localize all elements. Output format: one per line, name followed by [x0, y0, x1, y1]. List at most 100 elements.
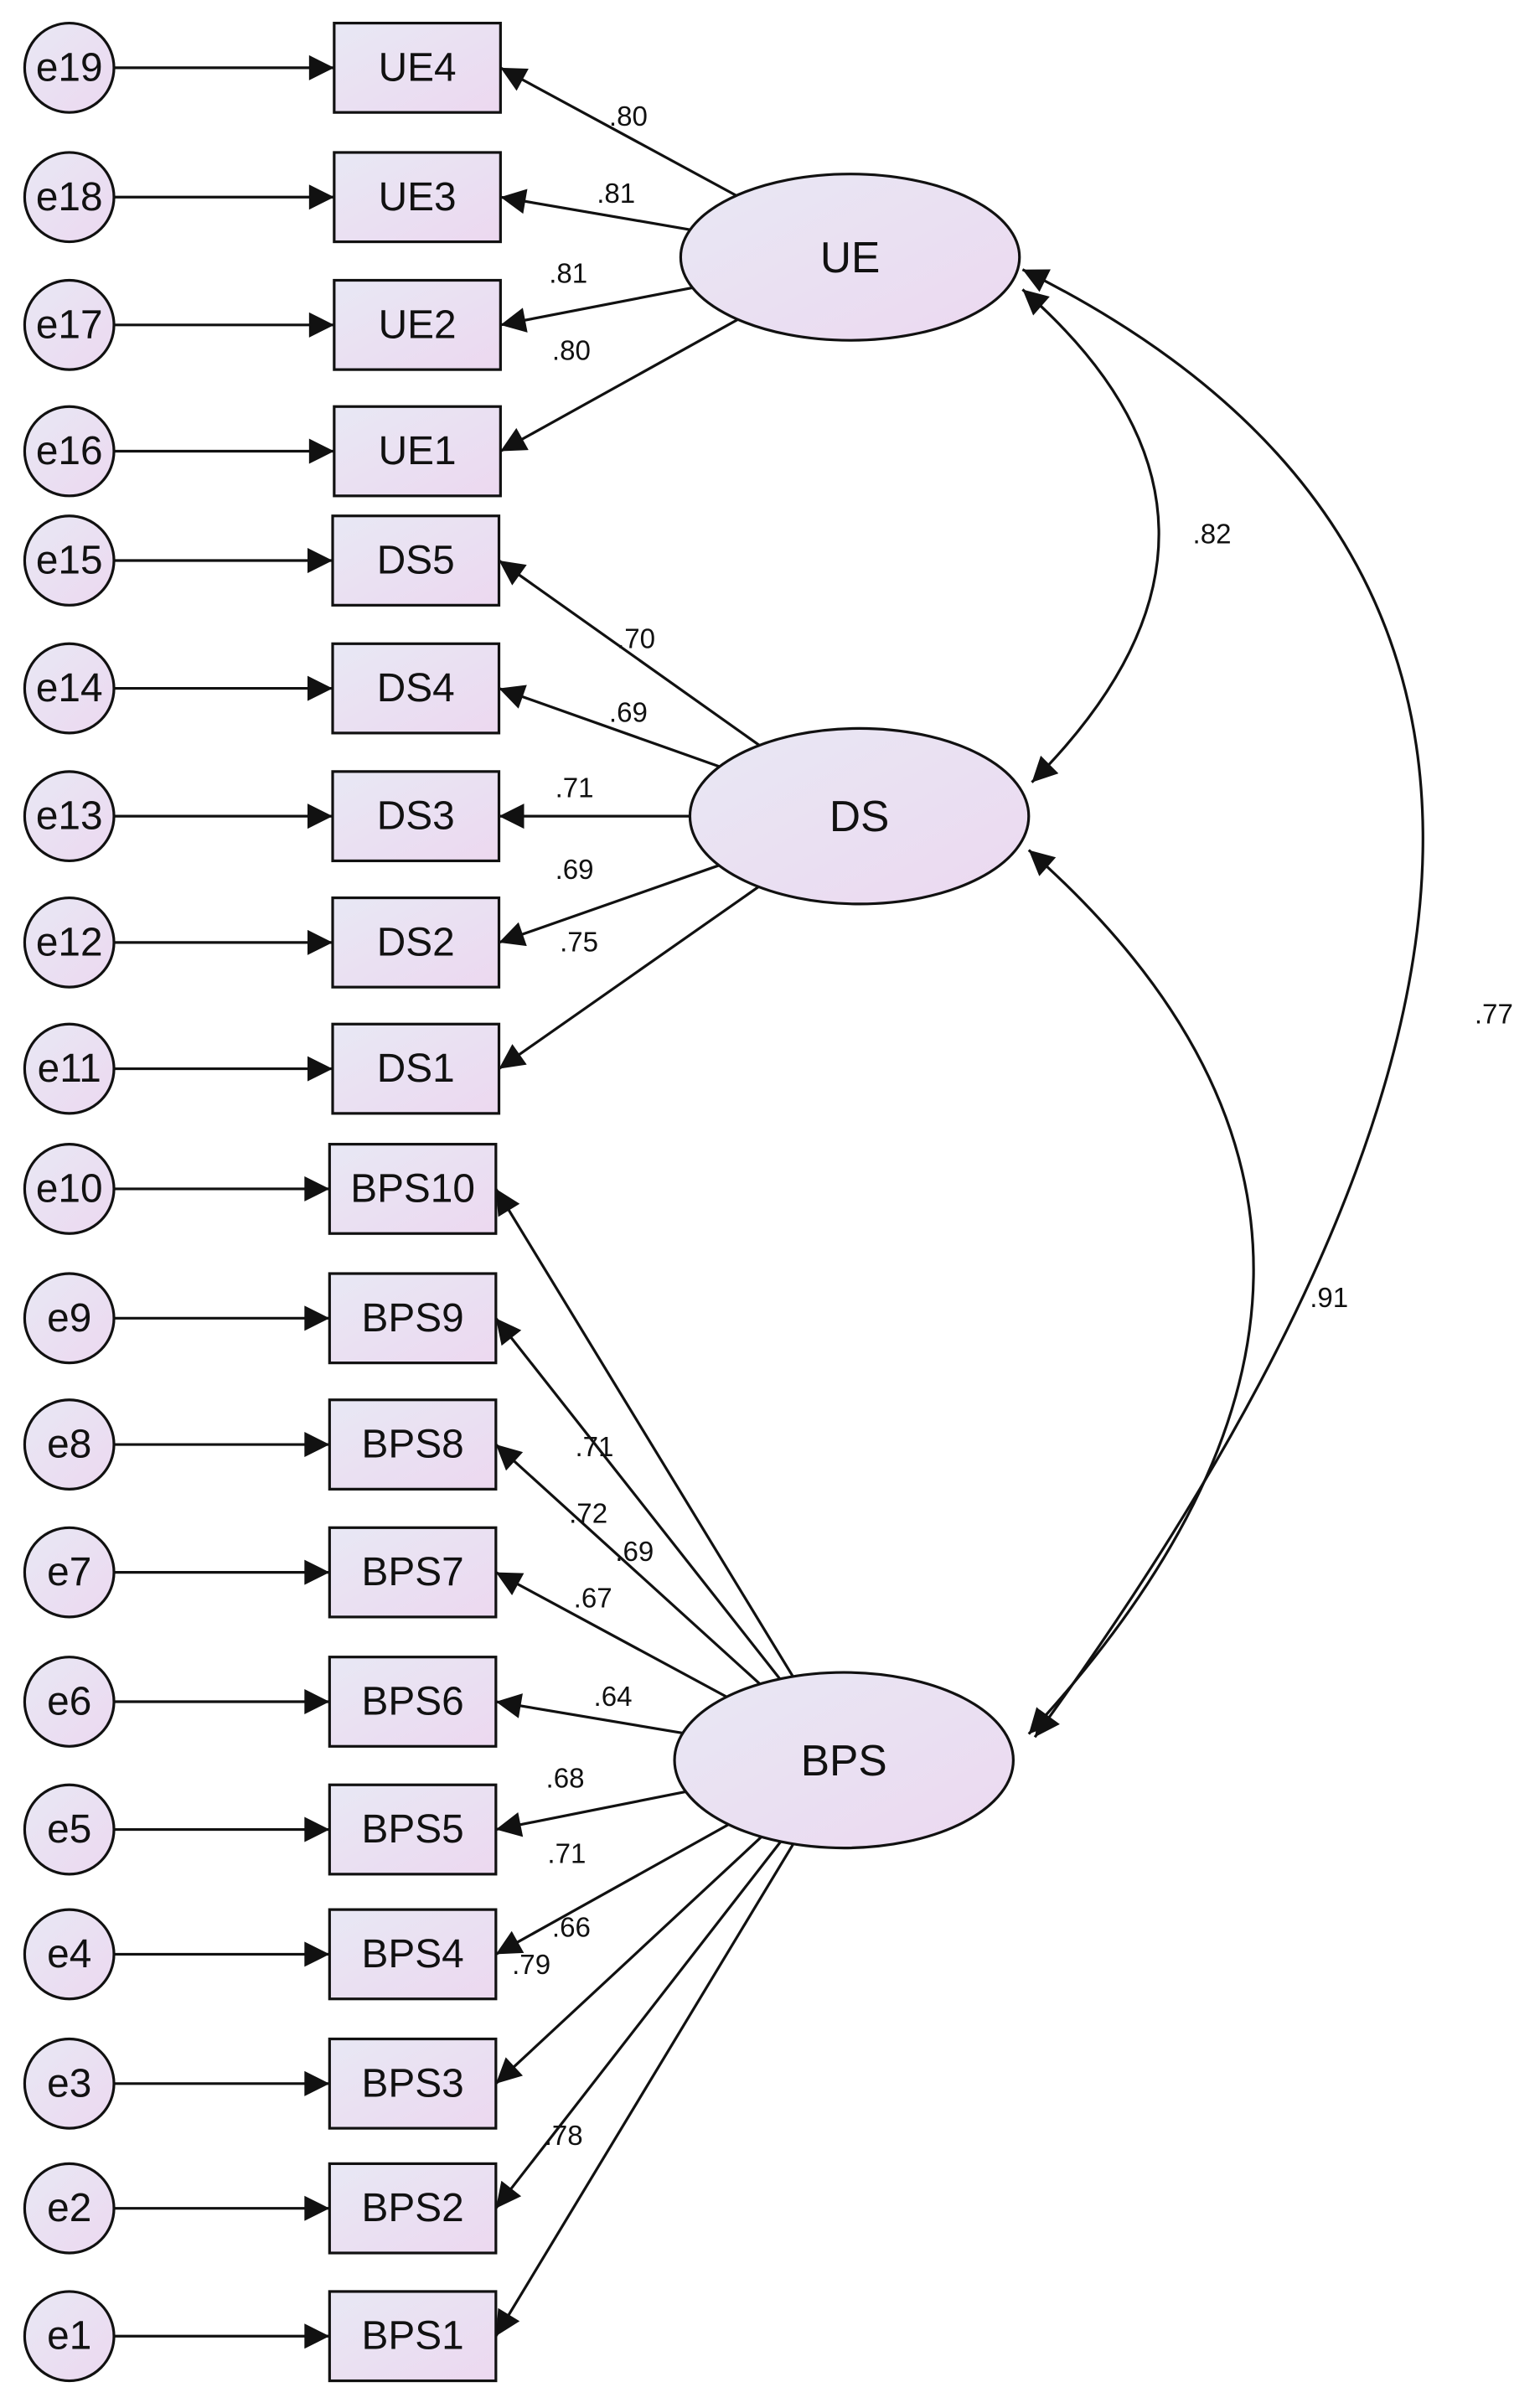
loading-value-BPS1: .78 [545, 2121, 583, 2152]
error-circle-e7 [23, 1526, 116, 1619]
indicator-box-BPS8 [328, 1398, 498, 1491]
indicator-box-BPS6 [328, 1656, 498, 1748]
error-label-e8: e8 [47, 1423, 91, 1467]
error-label-e12: e12 [36, 920, 103, 964]
error-label-e15: e15 [36, 539, 103, 583]
error-circle-e3 [23, 2037, 116, 2130]
loading-value-DS1: .75 [560, 927, 598, 958]
indicator-label-BPS7: BPS7 [362, 1550, 464, 1594]
indicator-label-BPS10: BPS10 [350, 1166, 475, 1211]
loading-arrow-UE4 [499, 66, 741, 199]
indicator-label-UE3: UE3 [379, 175, 457, 220]
indicator-box-BPS5 [328, 1783, 498, 1876]
error-circle-e6 [23, 1656, 116, 1748]
error-circle-e12 [23, 896, 116, 989]
indicator-label-UE2: UE2 [379, 302, 457, 347]
error-label-e10: e10 [36, 1166, 103, 1211]
loading-value-BPS10: .71 [575, 1432, 613, 1463]
indicator-box-UE3 [333, 151, 502, 244]
factor-label-UE: UE [820, 233, 880, 282]
indicator-box-BPS9 [328, 1272, 498, 1365]
loading-arrow-UE3 [500, 189, 695, 232]
correlation-curve-UE-DS [1021, 288, 1160, 783]
error-circle-e17 [23, 278, 116, 371]
correlation-value-UE-BPS: .77 [1475, 1000, 1513, 1031]
loading-value-BPS3: .66 [552, 1913, 591, 1944]
error-label-e17: e17 [36, 302, 103, 347]
indicator-box-DS3 [331, 770, 501, 863]
indicator-box-DS1 [331, 1022, 501, 1115]
indicator-label-BPS2: BPS2 [362, 2186, 464, 2230]
loading-value-BPS8: .69 [615, 1537, 654, 1568]
indicator-label-DS3: DS3 [377, 794, 455, 839]
factor-label-BPS: BPS [801, 1736, 887, 1785]
indicator-box-BPS2 [328, 2162, 498, 2255]
factor-ellipse-UE [679, 173, 1021, 342]
loading-arrow-BPS3 [494, 1833, 765, 2085]
error-label-e1: e1 [47, 2314, 91, 2359]
indicator-box-BPS4 [328, 1908, 498, 2001]
error-label-e14: e14 [36, 666, 103, 711]
error-label-e11: e11 [38, 1046, 101, 1091]
loading-arrow-BPS4 [495, 1821, 733, 1956]
error-label-e9: e9 [47, 1296, 91, 1341]
loading-value-BPS6: .64 [594, 1682, 633, 1713]
error-circle-e2 [23, 2162, 116, 2255]
error-label-e3: e3 [47, 2061, 91, 2106]
correlation-curve-DS-BPS [1027, 849, 1255, 1735]
loading-value-BPS7: .67 [574, 1583, 612, 1614]
indicator-box-UE2 [333, 278, 502, 371]
error-circle-e19 [23, 21, 116, 114]
indicator-box-BPS1 [328, 2290, 498, 2383]
indicator-box-UE1 [333, 405, 502, 498]
indicator-label-BPS5: BPS5 [362, 1807, 464, 1852]
error-label-e6: e6 [47, 1679, 91, 1723]
loading-value-UE3: .81 [597, 178, 635, 209]
loading-value-BPS5: .68 [546, 1763, 585, 1794]
loading-arrow-DS4 [498, 685, 725, 770]
error-label-e5: e5 [47, 1807, 91, 1852]
indicator-label-DS2: DS2 [377, 920, 455, 964]
loading-arrow-BPS7 [495, 1571, 731, 1700]
loading-arrow-BPS2 [494, 1838, 784, 2209]
loading-value-UE1: .80 [552, 336, 591, 367]
error-label-e2: e2 [47, 2186, 91, 2230]
error-circle-e5 [23, 1783, 116, 1876]
loading-arrow-DS5 [498, 559, 763, 749]
error-circle-e15 [23, 514, 116, 607]
error-label-e18: e18 [36, 175, 103, 220]
error-circle-e16 [23, 405, 116, 498]
error-label-e19: e19 [36, 45, 103, 90]
loading-arrow-BPS6 [495, 1693, 688, 1736]
error-label-e4: e4 [47, 1932, 91, 1977]
error-circle-e13 [23, 770, 116, 863]
indicator-box-DS4 [331, 642, 501, 735]
loading-arrow-BPS1 [494, 1840, 796, 2338]
loading-value-UE2: .81 [549, 259, 587, 290]
indicator-label-BPS1: BPS1 [362, 2314, 464, 2359]
loading-value-BPS2: .79 [512, 1950, 550, 1981]
loading-value-DS2: .69 [556, 855, 594, 886]
indicator-box-DS2 [331, 896, 501, 989]
factor-ellipse-DS [688, 726, 1031, 906]
indicator-label-DS1: DS1 [377, 1046, 455, 1091]
indicator-box-BPS3 [328, 2037, 498, 2130]
loading-arrow-UE1 [499, 316, 742, 452]
indicator-label-DS4: DS4 [377, 666, 455, 711]
error-circle-e9 [23, 1272, 116, 1365]
indicator-label-DS5: DS5 [377, 539, 455, 583]
loading-value-DS3: .71 [556, 773, 594, 804]
indicator-box-BPS7 [328, 1526, 498, 1619]
loading-arrow-BPS10 [494, 1188, 796, 1680]
error-circle-e11 [23, 1022, 116, 1115]
error-circle-e14 [23, 642, 116, 735]
correlation-value-UE-DS: .82 [1193, 519, 1232, 550]
indicator-box-UE4 [333, 21, 502, 114]
indicator-label-BPS9: BPS9 [362, 1296, 464, 1341]
indicator-label-BPS3: BPS3 [362, 2061, 464, 2106]
loading-value-BPS9: .72 [569, 1498, 607, 1529]
error-label-e13: e13 [36, 794, 103, 839]
loading-arrow-DS2 [498, 862, 724, 947]
loading-arrow-DS1 [498, 883, 762, 1070]
loading-value-DS5: .70 [617, 623, 655, 654]
